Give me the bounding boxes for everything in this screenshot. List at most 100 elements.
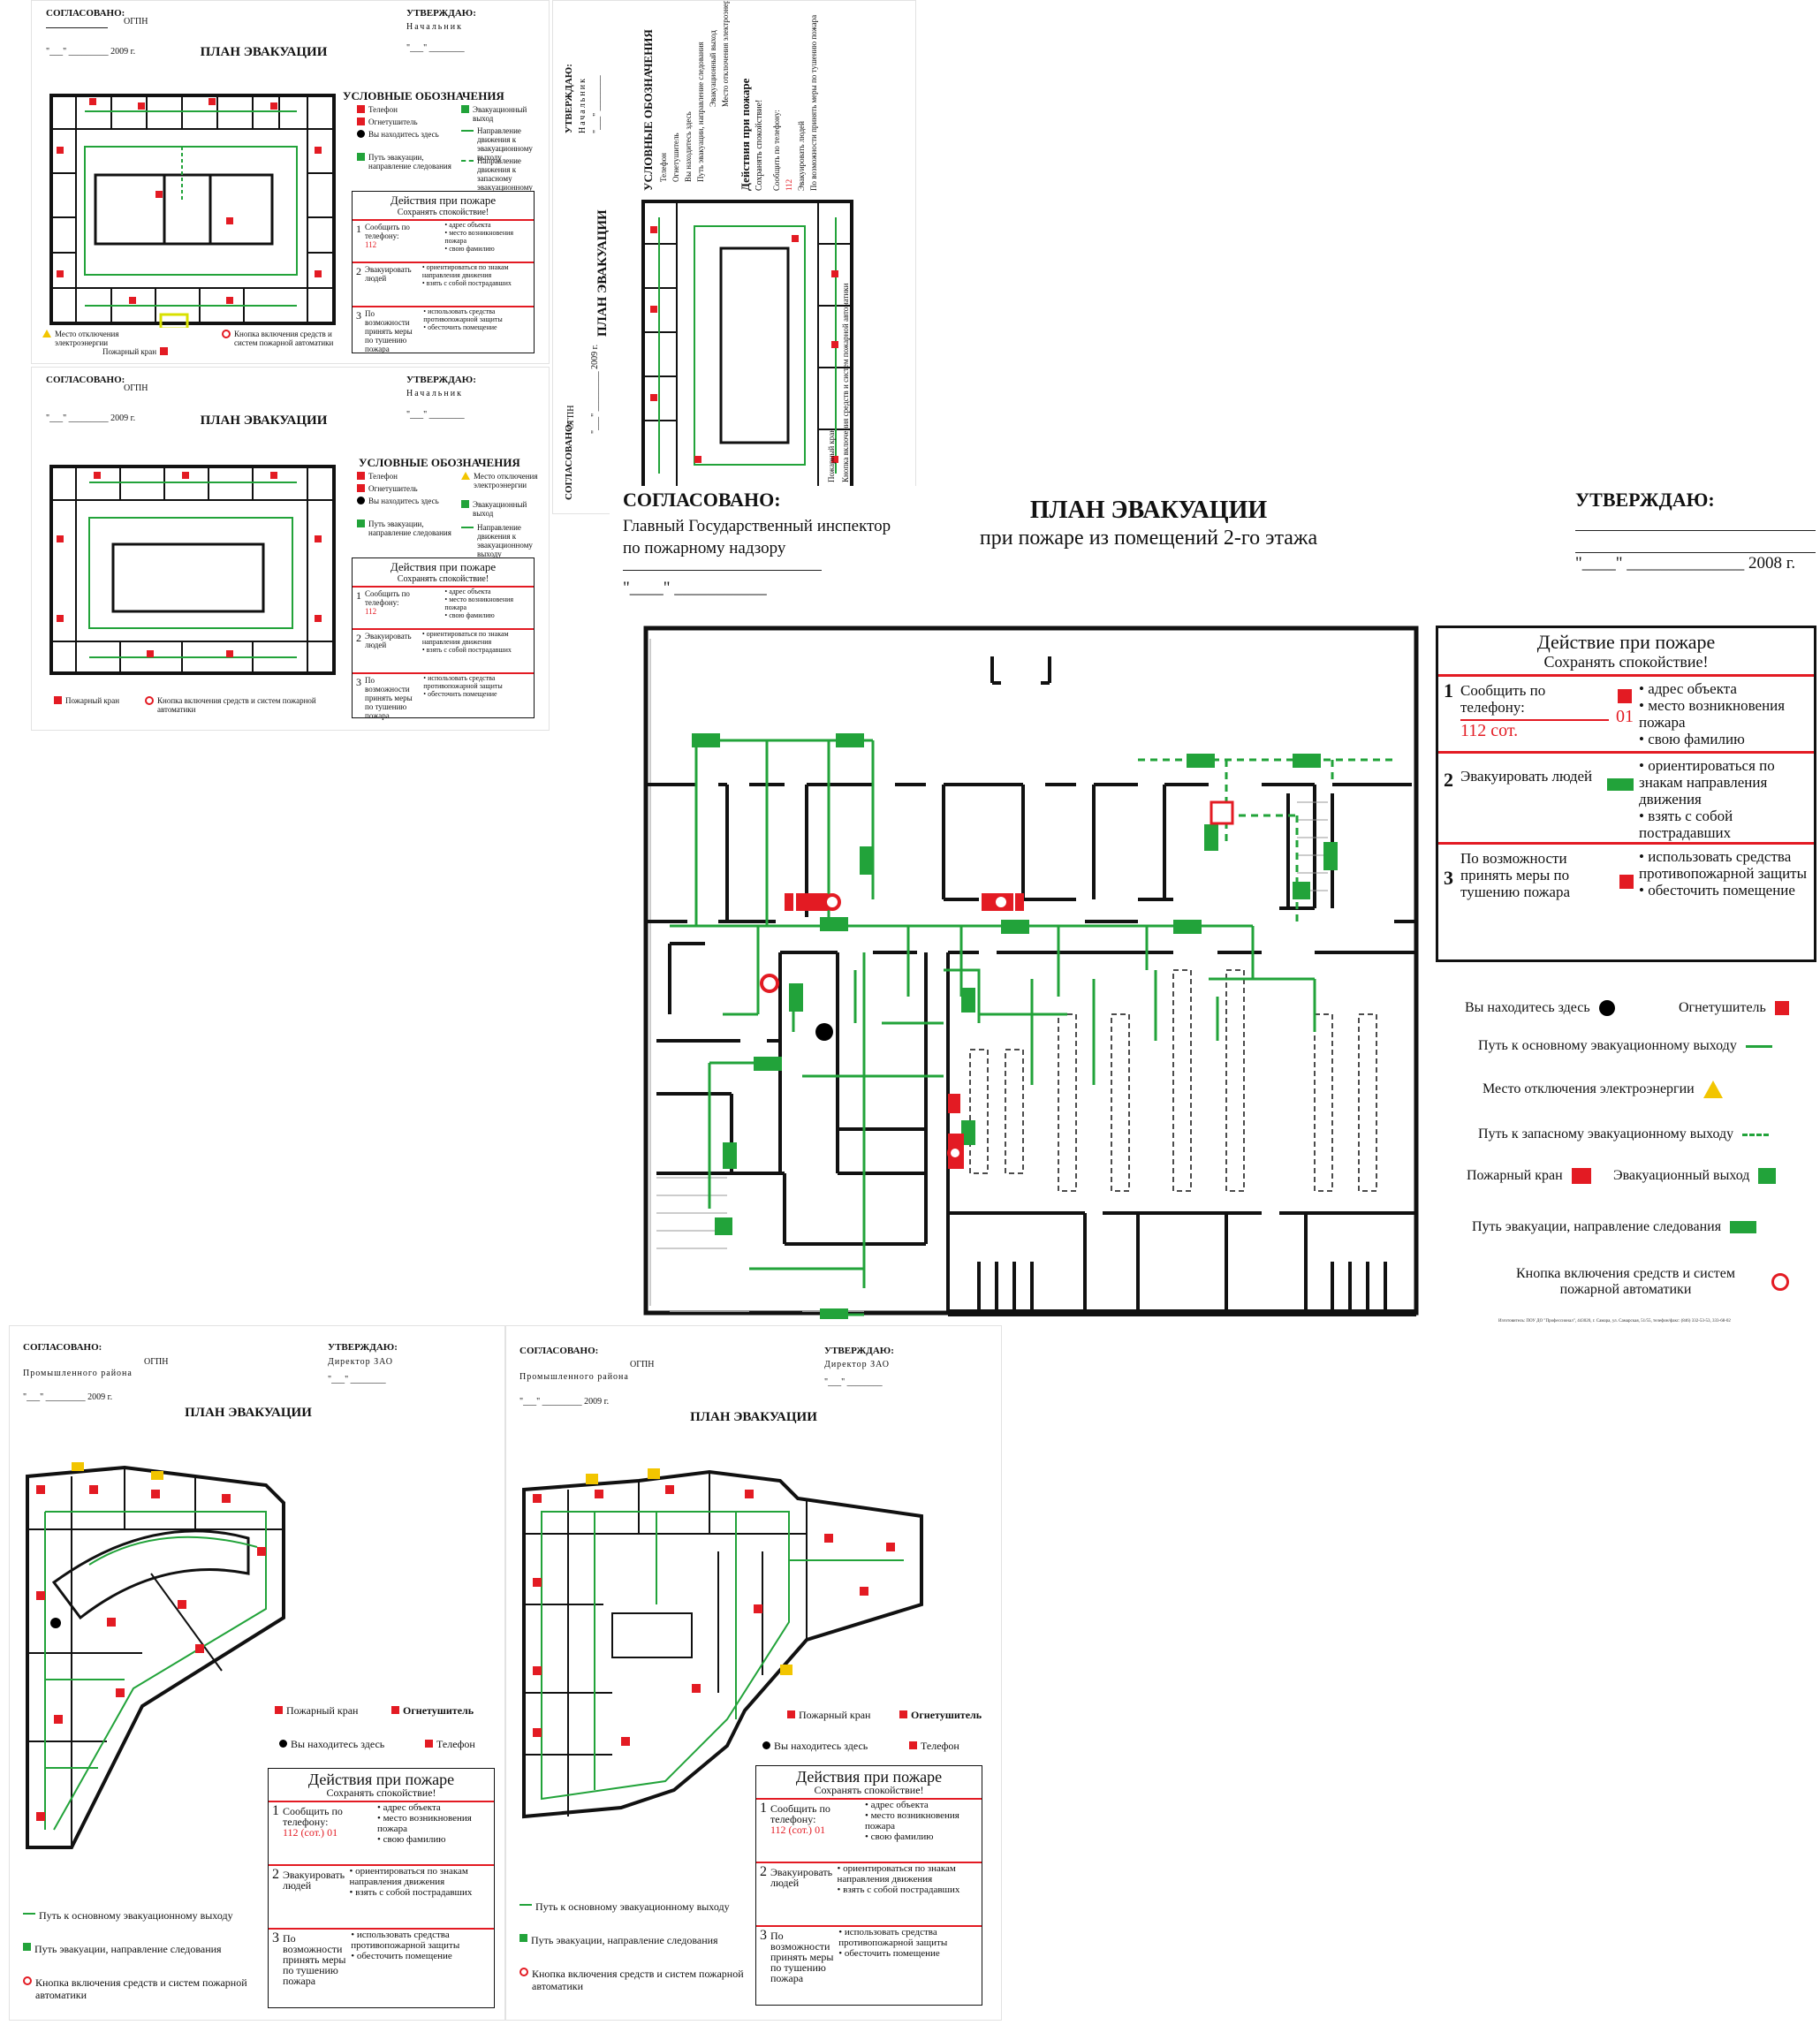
dashed-route-icon — [1742, 1133, 1770, 1136]
big-legend-button: Кнопка включения средств и систем пожарн… — [1489, 1266, 1789, 1298]
approve-label: УТВЕРЖДАЮ: — [406, 375, 476, 385]
dashed-route-icon — [461, 160, 474, 162]
big-date-sign: "____" ___________ — [623, 579, 767, 597]
solid-route-icon — [1745, 1044, 1772, 1048]
actions-title: Действия при пожаре — [390, 560, 497, 573]
ogpn-label: ОГПН — [144, 1357, 169, 1367]
approval-label: СОГЛАСОВАНО: — [23, 1342, 102, 1353]
legend-fire-hydrant: Пожарный кран — [275, 1705, 358, 1716]
actions-subtitle: Сохранять спокойствие! — [397, 208, 489, 217]
floor-plan — [641, 200, 853, 491]
big-approve-label: УТВЕРЖДАЮ: — [1575, 489, 1715, 511]
plan-title: ПЛАН ЭВАКУАЦИИ — [200, 413, 328, 428]
fire-actions-box: Действия при пожаре Сохранять спокойстви… — [352, 191, 535, 353]
approve-label: УТВЕРЖДАЮ: — [406, 8, 476, 19]
approve-label: УТВЕРЖДАЮ: — [564, 64, 574, 133]
plan-title: ПЛАН ЭВАКУАЦИИ — [690, 1410, 817, 1424]
inspector-label: Главный Государственный инспектор — [623, 517, 891, 535]
fire-hydrant-icon — [275, 1706, 283, 1714]
fire-hydrant-icon — [1571, 1168, 1591, 1184]
power-off-icon — [42, 330, 51, 338]
legend-button: Кнопка включения средств и систем пожарн… — [145, 696, 344, 714]
legend-extinguisher: Огнетушитель — [391, 1705, 474, 1716]
chief-label: Начальник — [578, 77, 588, 133]
ogpn-label: ОГПН — [124, 383, 148, 393]
legend-main-route: Путь к основному эвакуационному выходу — [23, 1909, 253, 1922]
legend-power-off: Место отключения электроэнергии — [42, 330, 140, 347]
legend-main-direction: Направление движения к эвакуационному вы… — [461, 523, 545, 558]
you-are-here-icon — [1598, 1000, 1615, 1016]
plan-sheet-rotated: СОГЛАСОВАНО: ОГПН "___" _________ 2009 г… — [552, 0, 916, 514]
legend-phone: Телефон — [909, 1741, 959, 1751]
phone-icon — [1618, 689, 1632, 703]
district-label: Промышленного района — [519, 1372, 629, 1382]
big-actions-title: Действие при пожаре — [1536, 631, 1716, 653]
legend-route: Путь эвакуации, направление следования — [519, 1934, 745, 1946]
exit-arrow-icon — [1607, 778, 1634, 791]
date-line: "___" _________ 2009 г. — [46, 47, 136, 57]
legend-phone: Телефон — [425, 1739, 475, 1749]
exit-icon — [461, 105, 469, 113]
main-subtitle: при пожаре из помещений 2-го этажа — [979, 527, 1318, 550]
phone-icon — [425, 1740, 433, 1748]
legend-you-are-here: Вы находитесь здесь — [279, 1739, 384, 1749]
supervision-label: по пожарному надзору — [623, 539, 786, 557]
solid-route-icon — [519, 1904, 532, 1906]
phone-icon — [357, 105, 365, 113]
plan-title: ПЛАН ЭВАКУАЦИИ — [595, 209, 610, 337]
legend-route: Путь эвакуации, направление следования — [23, 1943, 253, 1955]
legend-power-off: Место отключения электроэнергии — [721, 0, 730, 107]
legend-route: Путь эвакуации, направление следования — [357, 153, 454, 171]
date-short: "___" ________ — [592, 75, 602, 133]
director-label: Директор ЗАО — [328, 1357, 394, 1367]
main-title: ПЛАН ЭВАКУАЦИИ — [1029, 497, 1268, 524]
legend-extinguisher: Огнетушитель — [671, 133, 680, 182]
legend-you-are-here: Вы находитесь здесь — [357, 497, 454, 505]
legend-title: УСЛОВНЫЕ ОБОЗНАЧЕНИЯ — [343, 89, 504, 102]
alarm-button-icon — [145, 696, 154, 705]
manufacturer-footer: Изготовитель: ПОУ ДО "Профессионал", 443… — [1498, 1319, 1731, 1323]
actions-subtitle: Сохранять спокойствие! — [755, 99, 764, 191]
legend-button: Кнопка включения средств и систем пожарн… — [222, 330, 354, 347]
ogpn-label: ОГПН — [566, 405, 576, 429]
legend-exit: Эвакуационный выход — [461, 500, 545, 518]
big-legend-power-off: Место отключения электроэнергии — [1483, 1081, 1723, 1098]
date-line: "___" _________ 2009 г. — [519, 1397, 610, 1407]
main-floor-plan — [643, 626, 1419, 1319]
plan-title: ПЛАН ЭВАКУАЦИИ — [200, 45, 328, 59]
alarm-button-icon — [23, 1976, 32, 1985]
floor-plan — [522, 1468, 923, 1819]
legend-fire-hydrant: Пожарный кран — [54, 696, 119, 705]
date-line: "___" _________ 2009 г. — [23, 1392, 113, 1402]
main-plan-sheet: СОГЛАСОВАНО: Главный Государственный инс… — [610, 486, 1820, 1334]
big-legend-route: Путь эвакуации, направление следования — [1472, 1219, 1757, 1235]
big-date-2008: "____" ______________ 2008 г. — [1575, 554, 1796, 573]
plan-sheet-e: СОГЛАСОВАНО: Промышленного района ОГПН "… — [9, 1325, 505, 2021]
approval-label: СОГЛАСОВАНО: — [564, 421, 574, 500]
phone-icon — [357, 472, 365, 480]
exit-arrow-icon — [1730, 1221, 1757, 1233]
phone-icon — [909, 1741, 917, 1749]
exit-arrow-icon — [357, 520, 365, 527]
extinguisher-icon — [357, 484, 365, 492]
actions-title: Действия при пожаре — [390, 193, 497, 207]
district-label: Промышленного района — [23, 1369, 133, 1378]
big-approval-label: СОГЛАСОВАНО: — [623, 489, 781, 511]
you-are-here-icon — [762, 1741, 770, 1749]
ogpn-label: ОГПН — [124, 17, 148, 27]
big-legend-fire-hydrant: Пожарный кран — [1467, 1168, 1591, 1184]
date-short: "___" ________ — [328, 1375, 386, 1384]
legend-title: УСЛОВНЫЕ ОБОЗНАЧЕНИЯ — [641, 29, 655, 191]
extinguisher-icon — [1774, 1001, 1789, 1015]
plan-sheet-b: СОГЛАСОВАНО: ОГПН "___" _________ 2009 г… — [31, 367, 550, 731]
legend-you-are-here: Вы находитесь здесь — [357, 130, 454, 139]
legend-button: Кнопка включения средств и систем пожарн… — [23, 1976, 253, 2001]
approval-label: СОГЛАСОВАНО: — [519, 1346, 599, 1356]
big-legend-extinguisher: Огнетушитель — [1679, 1000, 1789, 1016]
you-are-here-marker — [815, 1023, 833, 1041]
exit-arrow-icon — [23, 1943, 31, 1951]
legend-phone: Телефон — [357, 472, 398, 481]
plan-title: ПЛАН ЭВАКУАЦИИ — [185, 1406, 312, 1420]
alarm-button-icon — [519, 1968, 528, 1976]
chief-label: Начальник — [406, 22, 463, 32]
